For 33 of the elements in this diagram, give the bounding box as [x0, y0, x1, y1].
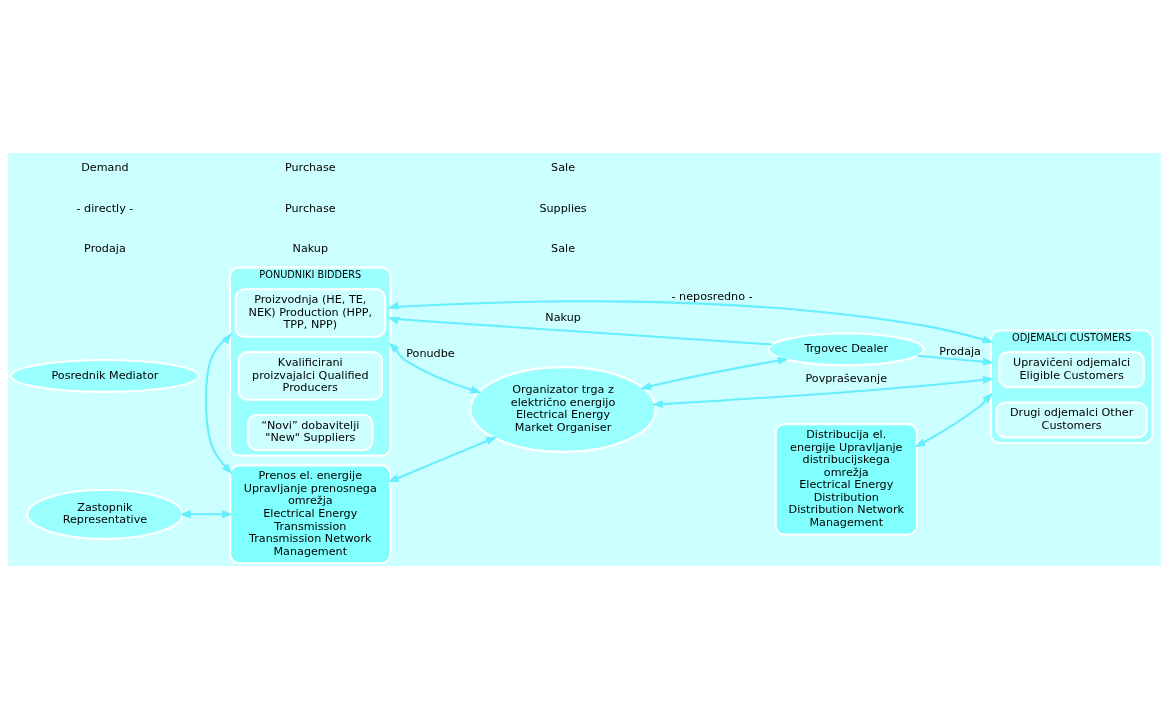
node-box: Upravičeni odjemalci Eligible Customers	[998, 350, 1145, 388]
node-box: Kvalificirani proizvajalci Qualified Producers	[237, 350, 383, 401]
label: Sale	[551, 241, 576, 255]
arrow	[387, 316, 773, 346]
arrow	[914, 392, 994, 448]
arrow	[387, 299, 994, 343]
arrow	[388, 341, 482, 393]
arrow	[640, 356, 789, 390]
node-box: Distribucija el. energije Upravljanje distribucijskega omrežja Electrical Energy Distribution Distribution Network Management	[774, 422, 918, 536]
label: Prodaja	[84, 241, 126, 255]
label: - directly -	[76, 201, 134, 215]
node-box: Proizvodnja (HE, TE, NEK) Production (HPP, TPP, NPP)	[234, 287, 387, 338]
node-box: “Novi” dobavitelji "New" Suppliers	[247, 413, 374, 451]
arrow	[651, 375, 995, 408]
arrow	[179, 509, 234, 518]
arrow	[205, 332, 233, 474]
label: Sale	[551, 160, 576, 174]
edge-label: Povpraševanje	[805, 371, 888, 385]
arrow	[917, 354, 995, 366]
arrow	[387, 436, 498, 482]
label: Purchase	[284, 201, 336, 215]
edge-label: Ponudbe	[406, 346, 455, 360]
label: Nakup	[292, 241, 329, 255]
label: Supplies	[539, 201, 587, 215]
node-ellipse: Zastopnik Representative	[26, 488, 184, 540]
edge-label: Nakup	[545, 310, 581, 324]
node-box: Prenos el. energije Upravljanje prenosnega omrežja Electrical Energy Transmission Transmission Network Management	[229, 463, 392, 564]
edge-label: - neposredno -	[671, 289, 753, 303]
node-box: Drugi odjemalci Other Customers	[995, 400, 1148, 438]
edge-label: Prodaja	[939, 344, 981, 358]
label: Demand	[81, 160, 129, 174]
label: Purchase	[284, 160, 336, 174]
node-ellipse: Posrednik Mediator	[10, 358, 200, 393]
